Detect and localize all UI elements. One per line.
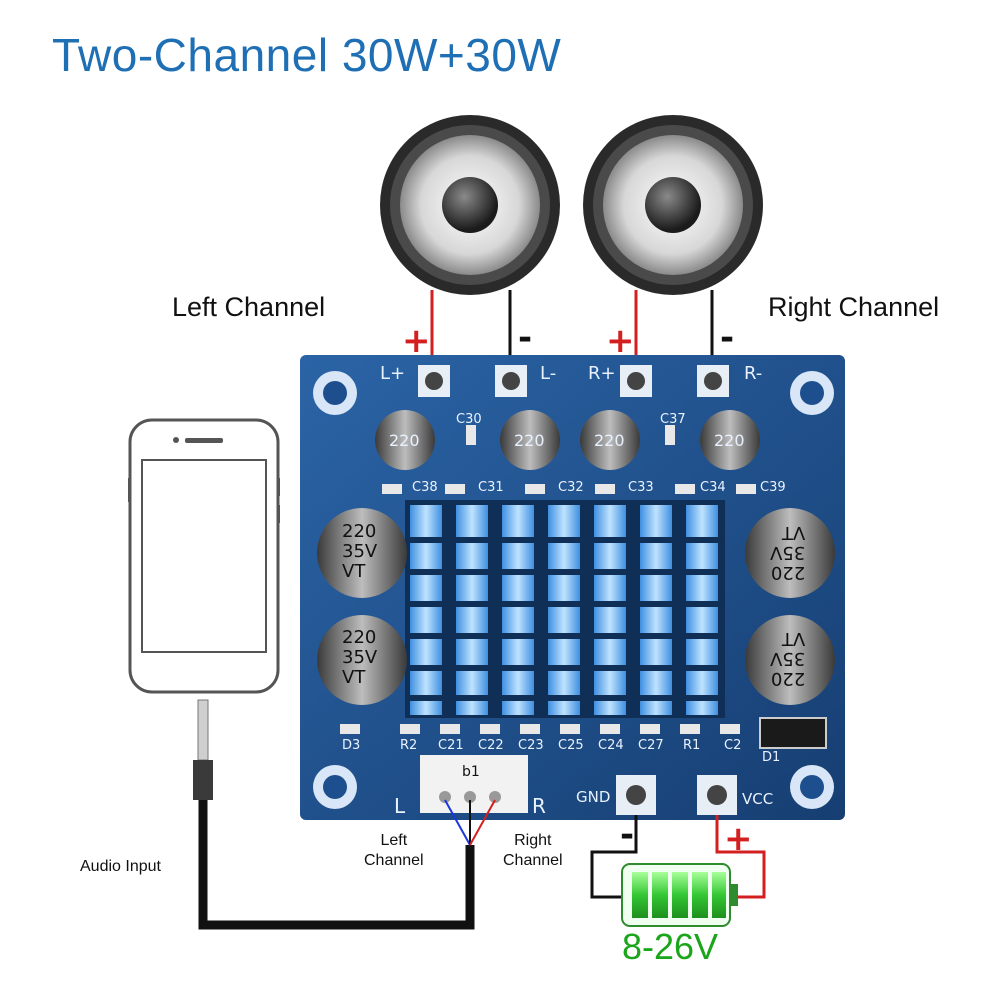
terminal-label-r-plus: R+ xyxy=(588,363,616,384)
inductor-value: 220 xyxy=(714,431,745,450)
label-c23: C23 xyxy=(518,738,544,753)
label-r1: R1 xyxy=(683,738,701,753)
heatsink xyxy=(405,500,725,718)
audio-cable xyxy=(193,699,496,930)
label-c25: C25 xyxy=(558,738,584,753)
input-left-channel-label: Left Channel xyxy=(364,832,424,869)
label-input-r: R xyxy=(532,794,546,818)
right-channel-label: Right Channel xyxy=(768,292,940,322)
label-c27: C27 xyxy=(638,738,664,753)
terminal-label-l-plus: L+ xyxy=(380,363,406,384)
label-c31: C31 xyxy=(478,480,504,495)
label-c21: C21 xyxy=(438,738,464,753)
inductor-value: 220 xyxy=(389,431,420,450)
left-speaker xyxy=(380,115,560,295)
label-gnd: GND xyxy=(576,788,611,806)
phone xyxy=(128,418,280,694)
inductor-value: 220 xyxy=(514,431,545,450)
inductor-value: 220 xyxy=(594,431,625,450)
label-c30: C30 xyxy=(456,412,482,427)
terminal-label-r-minus: R- xyxy=(744,363,763,384)
amplifier-board xyxy=(300,355,845,820)
power-plus-sign: + xyxy=(724,819,753,859)
terminal-label-l-minus: L- xyxy=(540,363,557,384)
label-r2: R2 xyxy=(400,738,418,753)
label-c33: C33 xyxy=(628,480,654,495)
power-minus-sign: - xyxy=(620,815,635,855)
voltage-label: 8-26V xyxy=(622,926,719,967)
label-c22: C22 xyxy=(478,738,504,753)
label-b1: b1 xyxy=(462,764,480,780)
label-c32: C32 xyxy=(558,480,584,495)
right-minus-sign: - xyxy=(720,318,735,358)
left-plus-sign: + xyxy=(402,321,431,361)
power-wires xyxy=(590,815,766,899)
left-channel-label: Left Channel xyxy=(172,292,326,322)
label-c24: C24 xyxy=(598,738,624,753)
label-c2: C2 xyxy=(724,738,742,753)
input-right-channel-label: Right Channel xyxy=(503,832,563,869)
label-c39: C39 xyxy=(760,480,786,495)
label-d3: D3 xyxy=(342,738,361,753)
page-title: Two-Channel 30W+30W xyxy=(52,29,562,81)
label-input-l: L xyxy=(394,794,406,818)
label-c38: C38 xyxy=(412,480,438,495)
label-c34: C34 xyxy=(700,480,726,495)
right-plus-sign: + xyxy=(606,321,635,361)
right-speaker xyxy=(583,115,763,295)
label-d1: D1 xyxy=(762,750,781,765)
audio-input-label: Audio Input xyxy=(80,858,161,875)
label-c37: C37 xyxy=(660,412,686,427)
battery xyxy=(621,863,738,927)
label-vcc: VCC xyxy=(742,790,774,808)
left-minus-sign: - xyxy=(518,318,533,358)
